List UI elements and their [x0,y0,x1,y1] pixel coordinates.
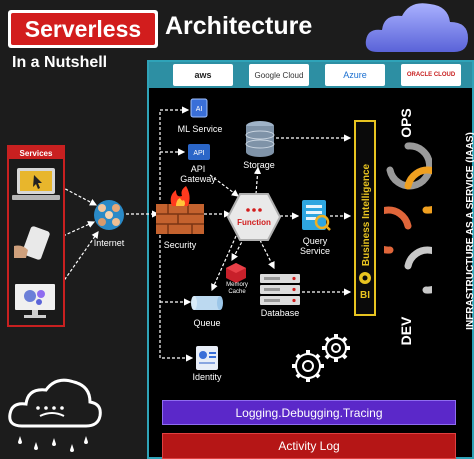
page-title: Architecture [165,12,313,40]
provider-azure-label: Azure [343,70,367,80]
function-icon [226,193,282,241]
api-badge-text: API [193,150,204,157]
services-label: Services [9,147,63,159]
provider-bar: aws Google Cloud Azure ORACLE CLOUD [149,62,472,88]
query-service-label-line2: Service [299,246,330,256]
identity-label: Identity [192,372,222,382]
security-label: Security [163,240,197,250]
architecture-canvas [150,89,472,391]
memory-cache-label-line1: Memory [226,282,248,288]
iaas-label: INFRASTRUCTURE AS A SERVICE (IAAS) [464,132,474,330]
logging-bar: Logging.Debugging.Tracing [162,400,456,425]
devops-loop-icon [384,142,432,294]
provider-google-cloud-label: Google Cloud [254,70,304,80]
firewall-icon [156,186,204,234]
provider-aws-label: aws [194,70,212,80]
laptop-icon [12,168,60,200]
internet-icon [94,200,124,230]
rain-cloud-icon [8,378,102,452]
ml-service-label: ML Service [177,124,223,134]
provider-oracle: ORACLE CLOUD [401,64,461,86]
title-badge: Serverless [8,10,158,48]
identity-icon [196,346,218,370]
title-badge-text: Serverless [11,13,155,45]
gears-icon [292,334,350,382]
provider-azure: Azure [325,64,385,86]
function-label: Function [237,218,271,227]
api-gateway-label-line2: Gateway [180,174,216,184]
dev-label: DEV [398,316,414,346]
api-gateway-icon: API [188,144,210,160]
api-gateway-label: API Gateway [170,164,226,184]
business-intelligence-bar [354,120,376,316]
provider-oracle-label: ORACLE CLOUD [406,72,456,78]
page-subtitle: In a Nutshell [12,54,108,71]
mobile-icon [14,226,50,260]
desktop-icon [15,284,55,318]
bi-letters: BI [360,290,370,301]
activity-log-bar: Activity Log [162,433,456,459]
ai-badge-text: AI [196,106,203,113]
provider-google-cloud: Google Cloud [249,64,309,86]
bi-pin-icon [359,272,371,284]
provider-aws: aws [173,64,233,86]
cloud-icon [365,3,468,52]
query-service-label: Query Service [292,236,338,256]
database-icon [260,274,300,305]
query-service-label-line1: Query [302,236,328,246]
memory-cache-icon [226,263,246,283]
ops-label: OPS [398,108,414,138]
queue-icon [191,296,223,310]
internet-label: Internet [93,238,125,248]
ml-service-icon: AI [190,98,208,118]
memory-cache-label: Memory Cache [220,282,254,296]
database-label: Database [260,308,300,318]
queue-label: Queue [193,318,221,328]
storage-icon [245,121,275,157]
query-service-icon [302,200,331,231]
business-intelligence-label: Business Intelligence [360,163,372,267]
api-gateway-label-line1: API [190,164,206,174]
storage-label: Storage [243,160,275,170]
memory-cache-label-line2: Cache [228,289,246,295]
